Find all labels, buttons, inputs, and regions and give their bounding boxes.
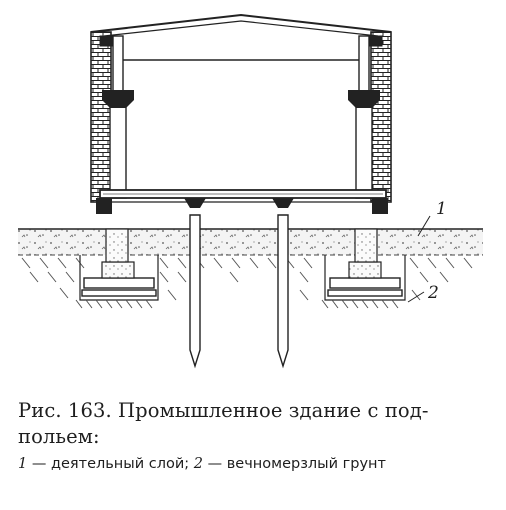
caption-title-text: Рис. 163. Промышленное здание с под- пол…: [18, 399, 429, 448]
legend-1-number: 1: [18, 456, 28, 472]
active-layer: [18, 228, 483, 256]
floor-slab: [96, 189, 388, 214]
legend-1-text: — деятельный слой;: [27, 456, 194, 472]
caption-legend: 1 — деятельный слой; 2 — вечномерзлый гр…: [18, 454, 500, 474]
building-section-diagram: 1 2: [18, 13, 483, 369]
piles: [189, 214, 289, 369]
roof: [90, 13, 392, 61]
pit-right: [321, 255, 406, 309]
legend-2-number: 2: [193, 456, 204, 472]
corbels: [102, 90, 380, 108]
brick-walls: [90, 31, 392, 203]
legend-2-text: — вечномерзлый грунт: [203, 456, 386, 472]
caption-title: Рис. 163. Промышленное здание с под- пол…: [18, 398, 498, 450]
piers: [105, 228, 378, 263]
callout-1: 1: [417, 199, 447, 237]
callout-2-label: 2: [427, 283, 439, 303]
callout-2: 2: [407, 283, 439, 303]
callout-1-label: 1: [436, 199, 447, 219]
pit-left: [75, 255, 159, 309]
